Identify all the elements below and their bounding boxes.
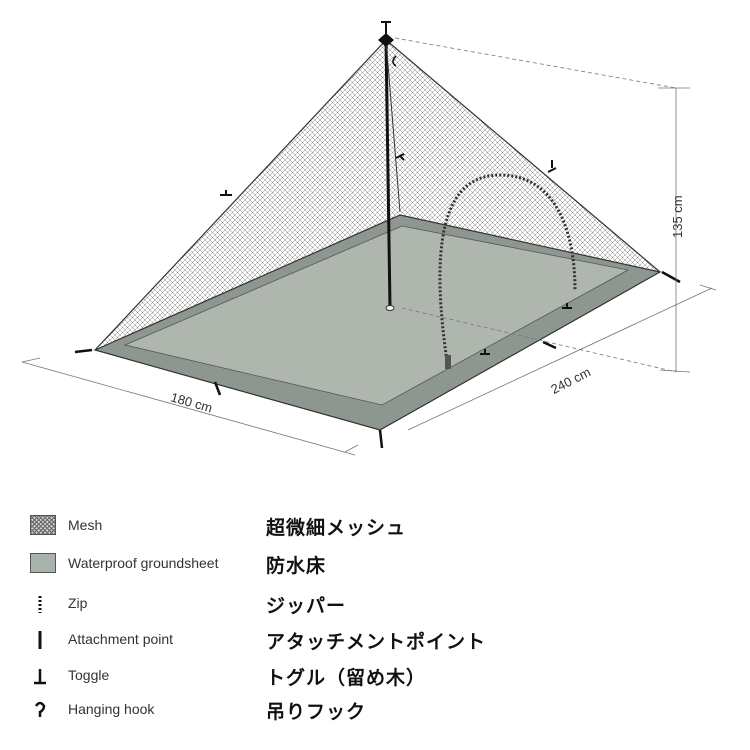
toggles <box>220 153 572 355</box>
legend-row-toggle: Toggle トグル（留め木） <box>0 661 750 691</box>
zip-pull-icon <box>445 355 451 369</box>
legend-label-en: Waterproof groundsheet <box>68 555 219 571</box>
legend-row-groundsheet: Waterproof groundsheet 防水床 <box>0 549 750 579</box>
legend-label-ja: ジッパー <box>266 595 347 617</box>
legend-label-ja: アタッチメントポイント <box>266 631 487 653</box>
legend-row-zip: Zip ジッパー <box>0 589 750 619</box>
height-dimension: 135 cm <box>670 195 685 238</box>
toggle-icon <box>34 669 46 685</box>
dimension-lines <box>21 37 717 456</box>
mesh-swatch-icon <box>30 515 56 535</box>
attachment-points <box>74 270 681 449</box>
groundsheet <box>93 214 662 431</box>
legend-label-ja: トグル（留め木） <box>266 667 427 689</box>
legend-row-mesh: Mesh 超微細メッシュ <box>0 511 750 541</box>
legend-label-en: Hanging hook <box>68 701 155 717</box>
zip-arc <box>438 173 577 369</box>
center-pole <box>378 21 401 311</box>
legend-label-en: Attachment point <box>68 631 174 647</box>
tent-diagram: 180 cm 240 cm 135 cm <box>21 21 717 456</box>
legend: Mesh 超微細メッシュ Waterproof groundsheet 防水床 … <box>0 505 750 745</box>
attachment-point-icon <box>38 631 42 649</box>
hanging-hook-icon <box>34 701 46 717</box>
legend-label-en: Zip <box>68 595 88 611</box>
hanging-hook-icon <box>392 55 397 67</box>
legend-row-hook: Hanging hook 吊りフック <box>0 695 750 725</box>
legend-label-ja: 吊りフック <box>266 701 367 723</box>
groundsheet-swatch-icon <box>30 553 56 573</box>
legend-label-ja: 防水床 <box>266 555 327 577</box>
legend-label-en: Toggle <box>68 667 110 683</box>
zip-icon <box>38 596 42 613</box>
length-dimension: 240 cm <box>548 364 593 397</box>
legend-row-attachment: Attachment point アタッチメントポイント <box>0 625 750 655</box>
legend-label-ja: 超微細メッシュ <box>266 517 407 539</box>
width-dimension: 180 cm <box>169 389 214 415</box>
legend-label-en: Mesh <box>68 517 103 533</box>
